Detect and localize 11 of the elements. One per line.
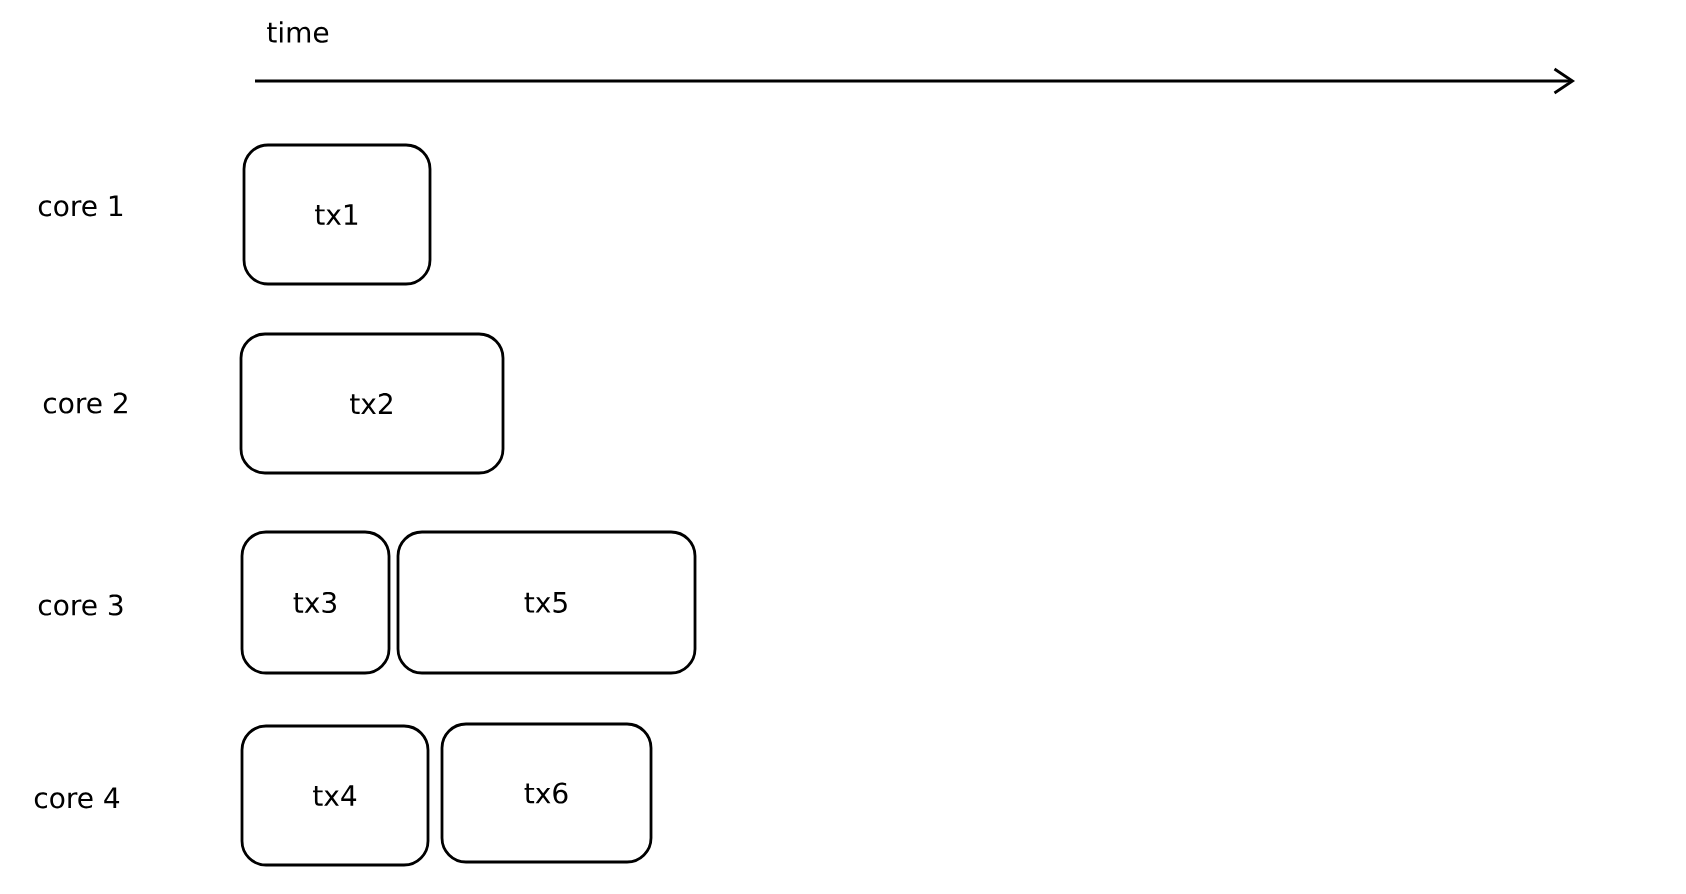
row-label: core 3	[38, 594, 123, 616]
task-box: tx5	[396, 530, 697, 675]
task-box: tx3	[240, 530, 391, 675]
row-label: core 2	[43, 392, 127, 414]
task-box: tx1	[242, 143, 432, 286]
task-box: tx2	[239, 332, 505, 475]
row-label: core 4	[34, 787, 120, 809]
row-label: core 1	[38, 195, 123, 217]
task-box: tx6	[440, 722, 653, 864]
axis-label: time	[267, 21, 329, 43]
task-box: tx4	[240, 724, 430, 867]
